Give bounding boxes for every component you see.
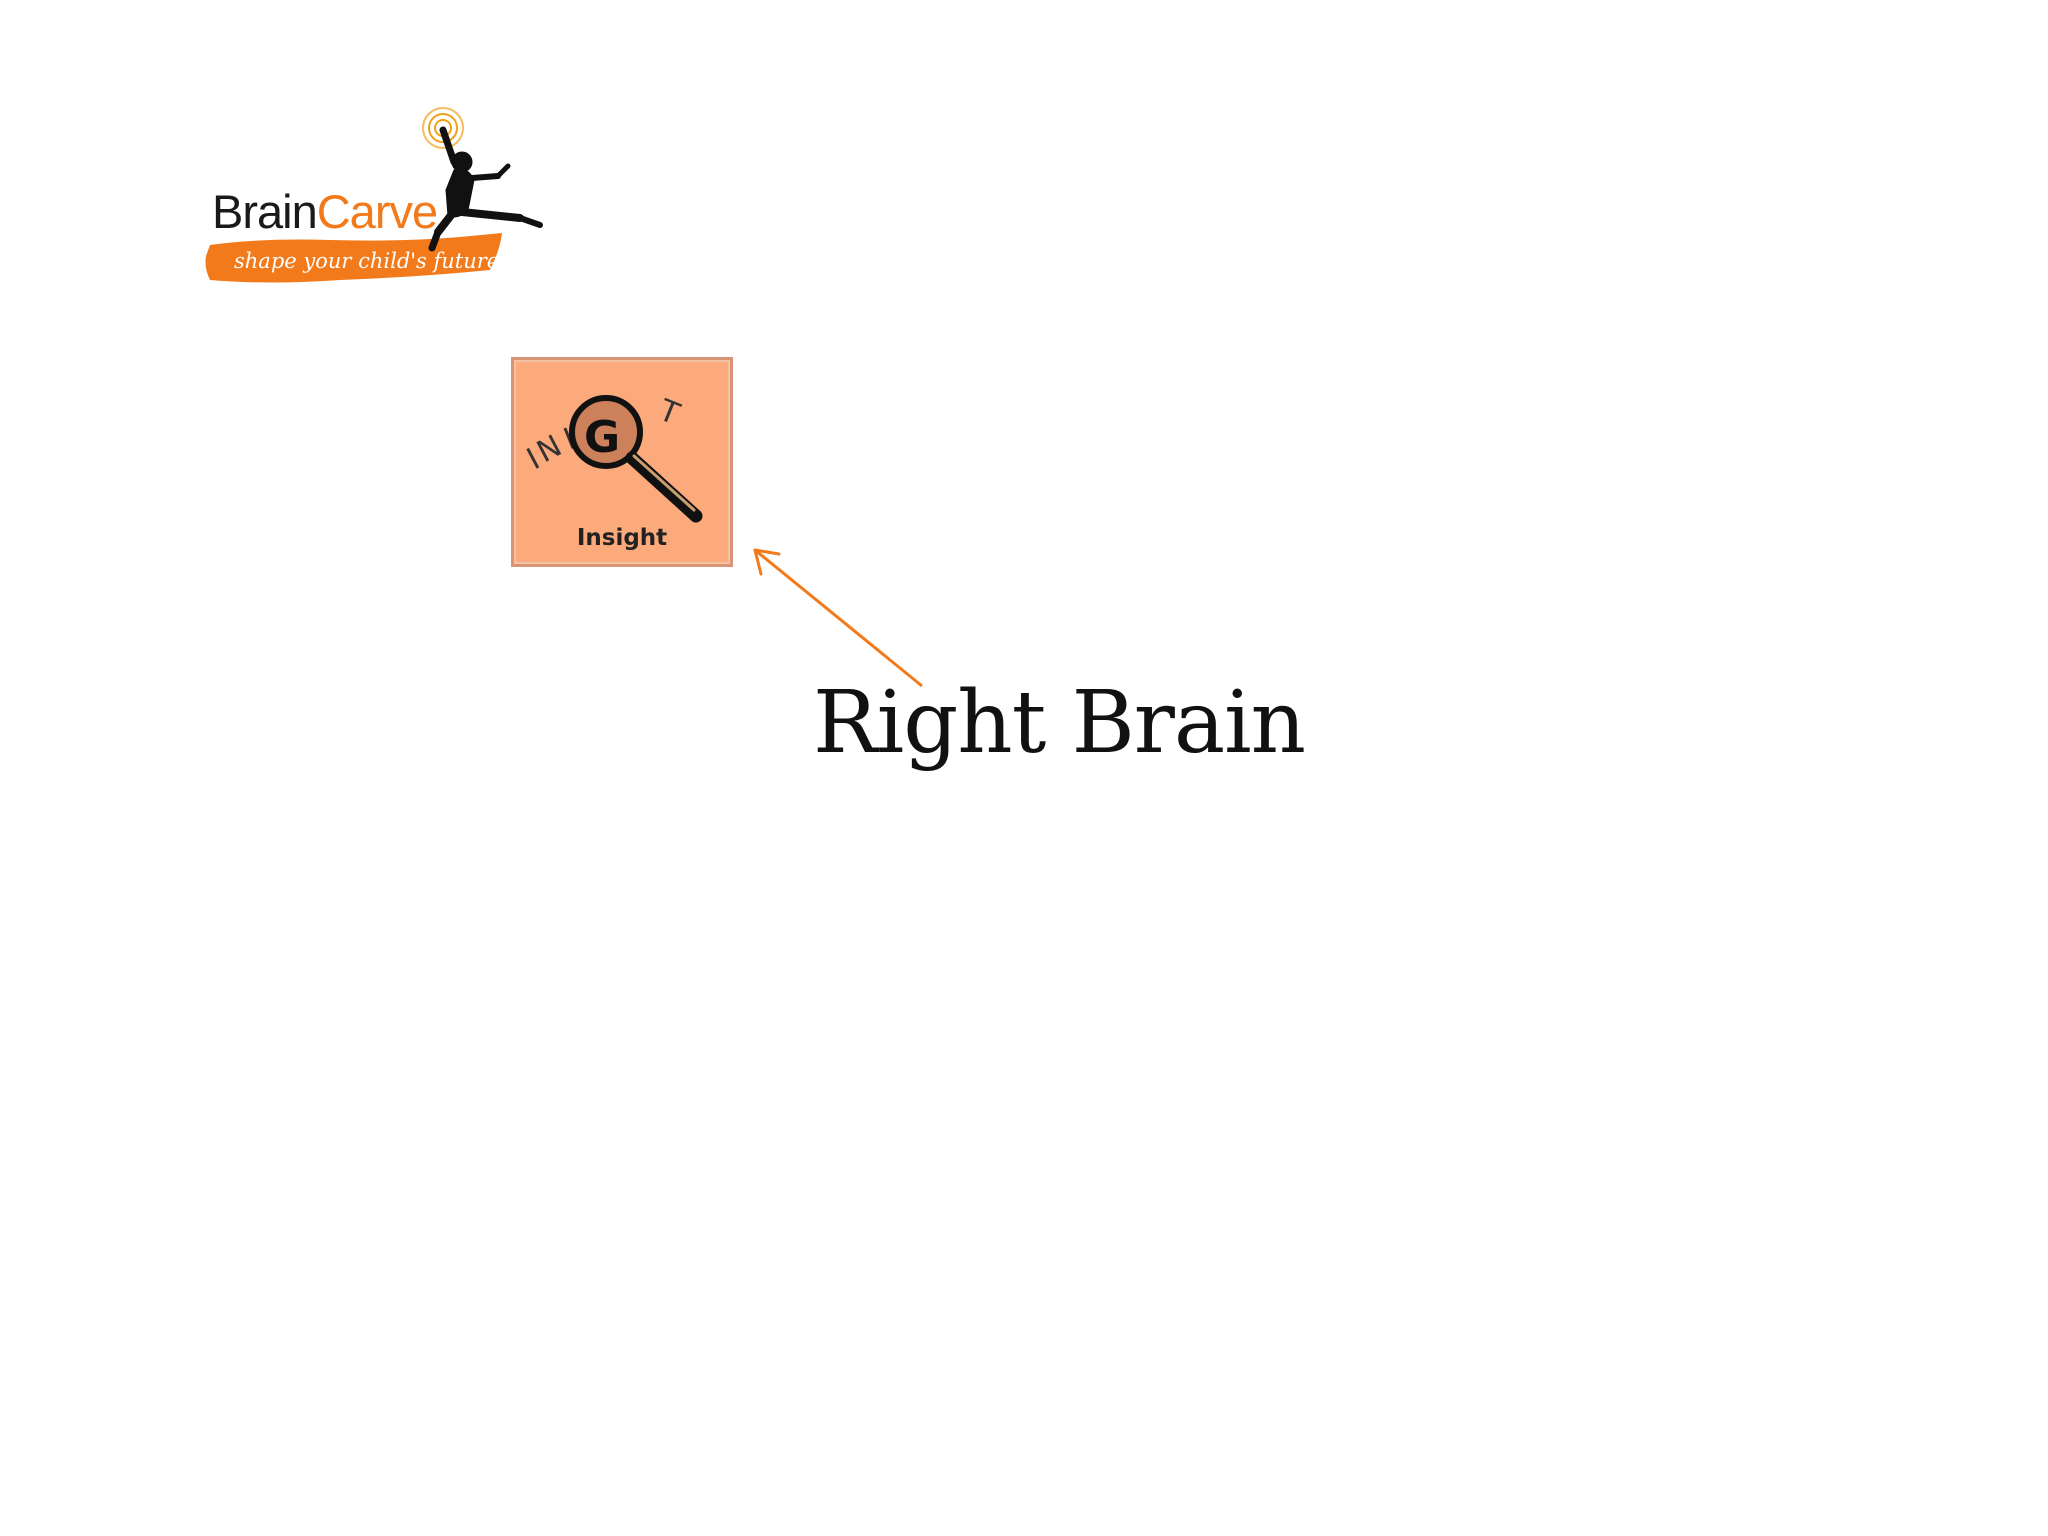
braincarve-logo: BrainCarve shape your child's future [200, 100, 550, 300]
sparkle-rings [422, 107, 464, 149]
arrow-shaft [754, 548, 923, 688]
caption-text: Right Brain [813, 673, 1306, 773]
logo-tagline: shape your child's future [234, 249, 500, 273]
insight-tile: I N I T G Insight [511, 357, 733, 567]
insight-label: Insight [576, 525, 668, 551]
svg-text:G: G [584, 412, 620, 463]
logo-graphic [205, 107, 543, 283]
logo-word-carve: Carve [316, 185, 438, 238]
logo-word-brain: Brain [212, 185, 318, 238]
arrow-head [753, 548, 781, 576]
svg-text:T: T [653, 393, 685, 433]
logo-wordmark: BrainCarve [212, 185, 438, 238]
tagline-banner [205, 233, 502, 283]
magnifying-glass-icon: I N I T G [521, 393, 703, 523]
pointer-arrow [753, 548, 923, 688]
jumping-child-silhouette [428, 126, 543, 252]
